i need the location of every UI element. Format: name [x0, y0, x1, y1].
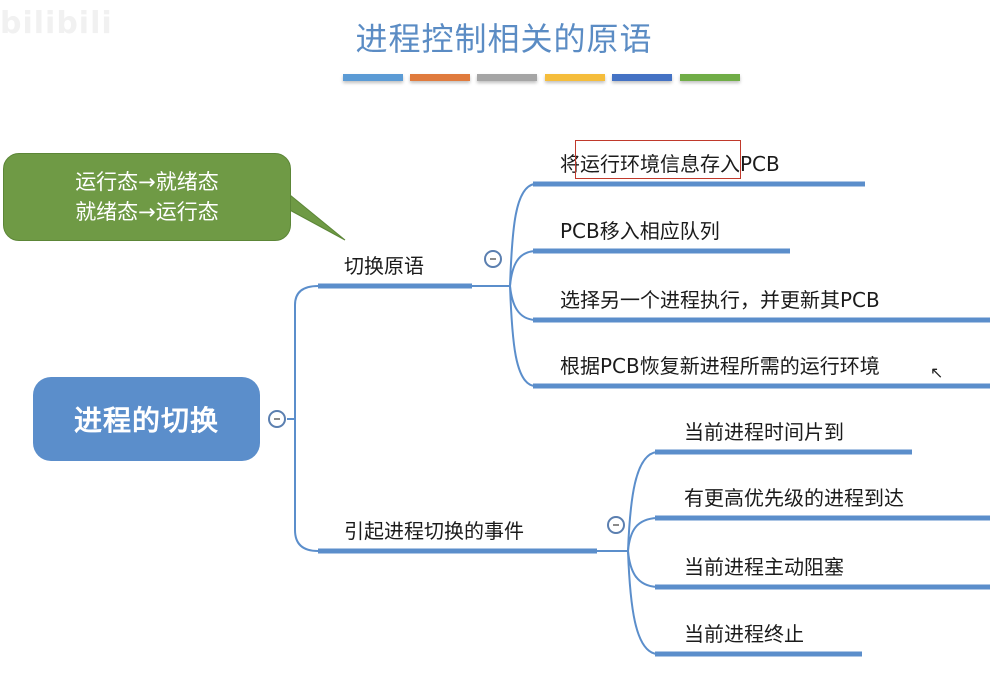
child-node-label[interactable]: PCB移入相应队列: [560, 219, 720, 243]
callout-line: 运行态→就绪态: [75, 170, 219, 194]
selection-highlight: [575, 140, 741, 179]
mouse-pointer-icon: ↖: [930, 363, 944, 382]
callout-line: 就绪态→运行态: [75, 200, 219, 224]
branch-node-label[interactable]: 切换原语: [344, 254, 424, 278]
child-node-label[interactable]: 有更高优先级的进程到达: [684, 486, 904, 510]
child-curve: [509, 285, 536, 321]
child-curve: [627, 451, 658, 552]
minus-circle-icon[interactable]: [607, 516, 625, 534]
color-bar-segment: [545, 74, 605, 81]
child-node-label[interactable]: 将运行环境信息存入PCB: [560, 152, 780, 176]
callout-bubble: 运行态→就绪态 就绪态→运行态: [3, 153, 291, 241]
child-curve: [509, 183, 536, 287]
color-bar-segment: [612, 74, 672, 81]
page-title: 进程控制相关的原语: [355, 20, 653, 58]
bilibili-watermark: bilibili: [0, 6, 113, 41]
child-curve: [627, 517, 658, 552]
child-node-label[interactable]: 根据PCB恢复新进程所需的运行环境: [560, 354, 880, 378]
color-bar-segment: [343, 74, 403, 81]
minus-circle-icon[interactable]: [484, 250, 502, 268]
trunk-line: [294, 285, 319, 552]
child-curve: [509, 285, 536, 387]
root-node[interactable]: 进程的切换: [33, 377, 260, 461]
child-node-label[interactable]: 当前进程主动阻塞: [684, 555, 844, 579]
root-node-label: 进程的切换: [73, 404, 219, 437]
branch-node-label[interactable]: 引起进程切换的事件: [344, 519, 524, 543]
child-node-label[interactable]: 当前进程终止: [684, 622, 804, 646]
child-curve: [627, 550, 658, 655]
color-bar-segment: [680, 74, 740, 81]
minus-circle-icon[interactable]: [268, 410, 286, 428]
color-bar-segment: [410, 74, 470, 81]
child-node-label[interactable]: 选择另一个进程执行，并更新其PCB: [560, 288, 880, 312]
child-curve: [627, 550, 658, 588]
color-bar-segment: [477, 74, 537, 81]
child-curve: [509, 250, 536, 287]
child-node-label[interactable]: 当前进程时间片到: [684, 420, 844, 444]
